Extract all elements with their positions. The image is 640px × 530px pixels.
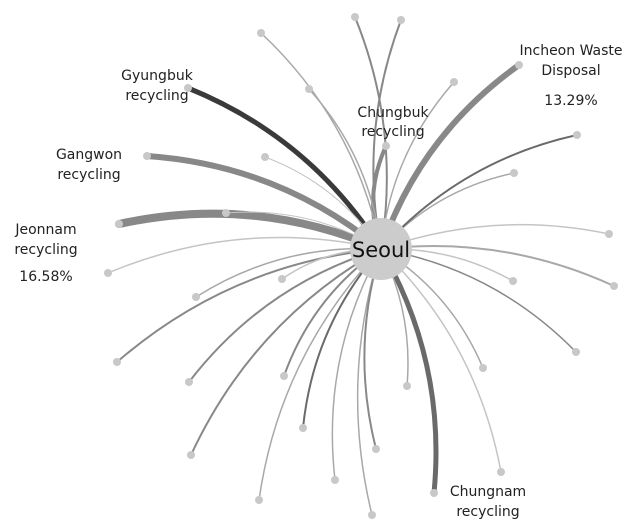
label-chungnam-recycling: Chungnam recycling bbox=[450, 484, 526, 520]
destination-node[interactable] bbox=[397, 16, 405, 24]
label-line: Chungnam bbox=[450, 484, 526, 500]
destination-node[interactable] bbox=[280, 372, 288, 380]
link-chungnam bbox=[378, 246, 439, 496]
destination-node[interactable] bbox=[509, 277, 517, 285]
link bbox=[258, 248, 382, 501]
label-line: recycling bbox=[57, 167, 120, 183]
destination-node[interactable] bbox=[257, 29, 265, 37]
destination-node[interactable] bbox=[299, 424, 307, 432]
destination-node[interactable] bbox=[368, 511, 376, 519]
label-line: Gangwon bbox=[56, 147, 122, 163]
label-line: Gyungbuk bbox=[121, 68, 194, 84]
destination-node[interactable] bbox=[305, 85, 313, 93]
destination-node[interactable] bbox=[255, 496, 263, 504]
destination-node[interactable] bbox=[278, 275, 286, 283]
link bbox=[380, 248, 502, 473]
destination-node[interactable] bbox=[331, 476, 339, 484]
label-gyungbuk-recycling: Gyungbuk recycling bbox=[121, 68, 194, 104]
destination-node[interactable] bbox=[104, 269, 112, 277]
destination-nodes bbox=[104, 13, 618, 519]
share-value: 13.29% bbox=[544, 93, 597, 109]
link-incheon bbox=[378, 62, 522, 252]
label-jeonnam-recycling: Jeonnam recycling 16.58% bbox=[14, 222, 77, 285]
link bbox=[380, 134, 578, 250]
destination-node[interactable] bbox=[430, 489, 438, 497]
destination-node[interactable] bbox=[222, 209, 230, 217]
label-line: Incheon Waste bbox=[520, 43, 623, 59]
link-gyungbuk bbox=[185, 85, 384, 252]
label-line: Chungbuk bbox=[357, 105, 429, 121]
link bbox=[107, 236, 382, 274]
destination-node[interactable] bbox=[351, 13, 359, 21]
share-value: 16.58% bbox=[19, 269, 72, 285]
destination-node[interactable] bbox=[497, 468, 505, 476]
label-line: Disposal bbox=[541, 63, 600, 79]
destination-node[interactable] bbox=[510, 169, 518, 177]
label-incheon-waste-disposal: Incheon Waste Disposal 13.29% bbox=[520, 43, 623, 109]
destination-node[interactable] bbox=[403, 382, 411, 390]
destination-node[interactable] bbox=[143, 152, 151, 160]
label-line: recycling bbox=[125, 88, 188, 104]
label-line: recycling bbox=[14, 242, 77, 258]
destination-node[interactable] bbox=[479, 364, 487, 372]
destination-node[interactable] bbox=[610, 282, 618, 290]
link bbox=[190, 248, 382, 456]
destination-node[interactable] bbox=[572, 348, 580, 356]
link bbox=[260, 32, 382, 250]
label-line: recycling bbox=[361, 124, 424, 140]
label-line: Jeonnam bbox=[14, 222, 76, 238]
destination-node[interactable] bbox=[261, 153, 269, 161]
destination-node[interactable] bbox=[187, 451, 195, 459]
label-gangwon-recycling: Gangwon recycling bbox=[56, 147, 122, 183]
link bbox=[116, 248, 382, 363]
label-line: recycling bbox=[456, 504, 519, 520]
destination-node[interactable] bbox=[605, 230, 613, 238]
hub-label: Seoul bbox=[352, 238, 410, 262]
destination-node[interactable] bbox=[184, 84, 192, 92]
destination-node[interactable] bbox=[573, 131, 581, 139]
destination-node[interactable] bbox=[185, 378, 193, 386]
destination-node[interactable] bbox=[115, 220, 123, 228]
destination-node[interactable] bbox=[192, 293, 200, 301]
link-gangwon bbox=[144, 153, 384, 252]
destination-node[interactable] bbox=[515, 61, 523, 69]
destination-node[interactable] bbox=[382, 142, 390, 150]
link-jeonnam bbox=[115, 209, 385, 253]
destination-node[interactable] bbox=[450, 78, 458, 86]
hub-node-seoul[interactable] bbox=[350, 218, 412, 280]
label-chungbuk-recycling: Chungbuk recycling bbox=[357, 105, 429, 140]
destination-node[interactable] bbox=[372, 445, 380, 453]
link bbox=[380, 245, 615, 287]
destination-node[interactable] bbox=[113, 358, 121, 366]
